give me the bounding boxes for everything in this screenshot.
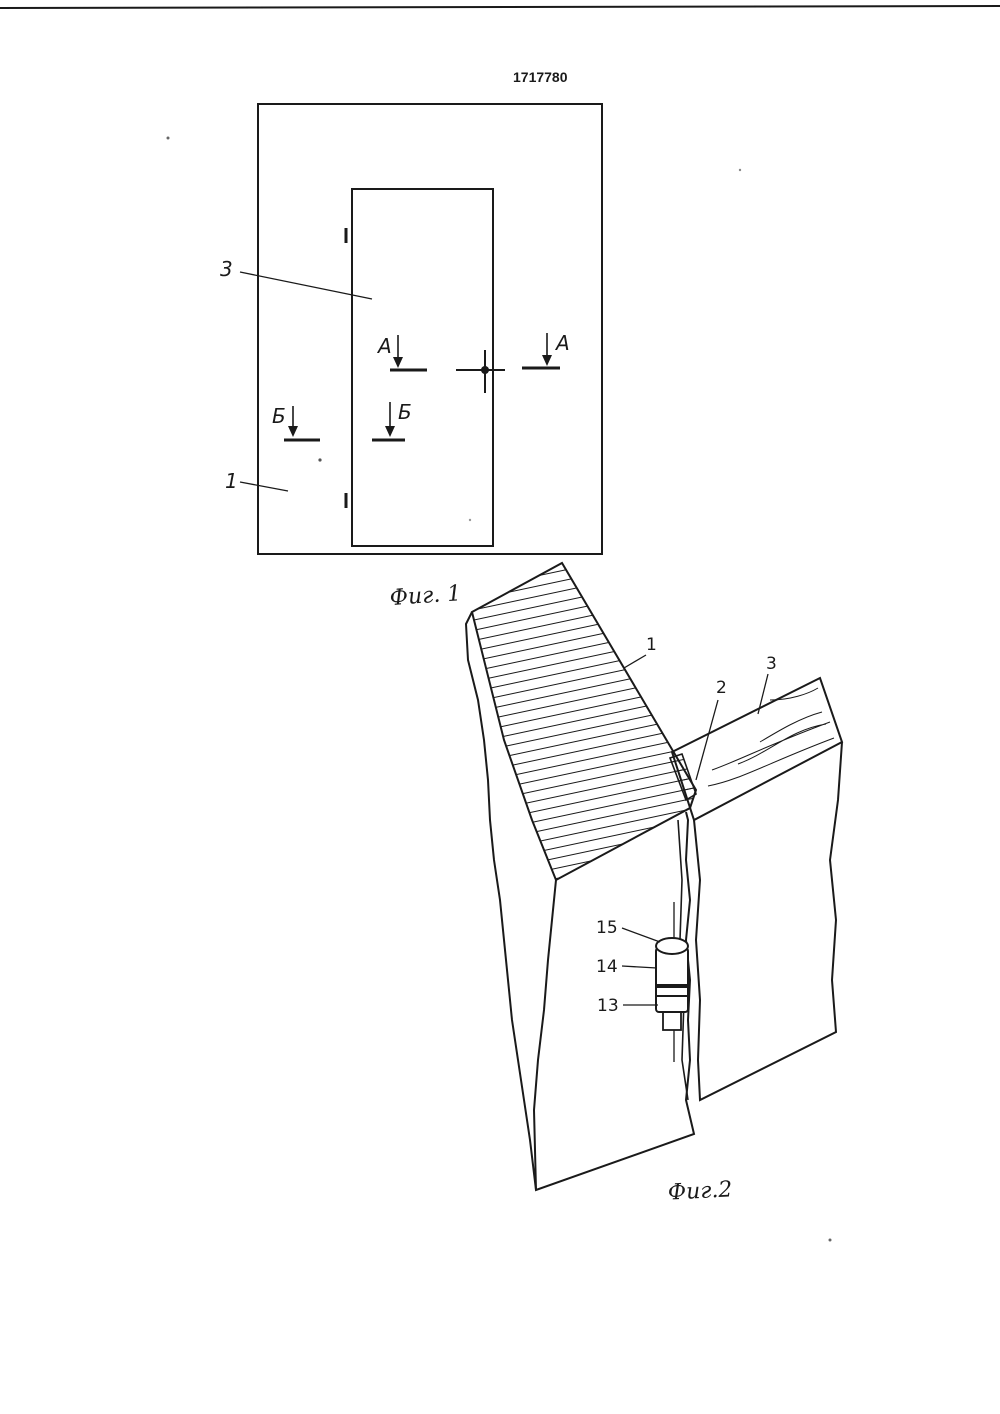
wood-grain <box>707 687 835 787</box>
arrow-head-icon <box>385 426 395 437</box>
section-a-marker-right: А <box>522 331 570 370</box>
scan-speck <box>738 168 742 172</box>
top-border-line <box>0 5 1000 9</box>
fig1-label-door-leaf: 3 <box>220 257 233 281</box>
fig2-label-seal: 2 <box>716 678 727 698</box>
scan-speck <box>166 136 170 140</box>
scan-speck <box>318 458 322 462</box>
section-b-marker-left: Б <box>272 404 320 442</box>
door-leaf-top-face <box>670 676 844 822</box>
figure-2: 1 2 3 15 14 13 <box>464 561 844 1192</box>
device-body <box>655 947 689 1013</box>
arrow-head-icon <box>393 357 403 368</box>
leader-fig2-cap <box>621 927 661 943</box>
door-leaf-outline <box>351 188 494 547</box>
door-leaf-front-face <box>693 741 843 1102</box>
fig2-label-cap: 15 <box>596 918 618 938</box>
pivot-point-icon <box>481 366 489 374</box>
scan-speck <box>468 518 472 522</box>
leader-fig2-frame <box>623 654 647 669</box>
leader-frame <box>239 481 289 492</box>
section-b-left-label: Б <box>272 404 286 428</box>
fig2-label-frame: 1 <box>646 635 657 655</box>
document-number: 1717780 <box>513 69 568 85</box>
figure-2-caption: Фиг.2 <box>667 1177 733 1205</box>
frame-front-edge <box>532 879 557 1191</box>
section-b-marker-right: Б <box>372 400 412 442</box>
scan-speck <box>828 1238 832 1242</box>
fig2-label-door-leaf: 3 <box>766 654 777 674</box>
frame-outline <box>257 103 603 555</box>
figure-1: 3 1 А А Б Б <box>220 103 603 555</box>
arrow-head-icon <box>542 355 552 366</box>
fig2-label-body: 14 <box>596 957 618 977</box>
seal-strip <box>668 752 697 802</box>
stop-device <box>655 937 689 1031</box>
leader-fig2-body <box>621 965 658 969</box>
leader-door-leaf <box>239 271 373 300</box>
figure-1-caption: Фиг. 1 <box>389 581 462 611</box>
fig1-label-frame: 1 <box>225 469 238 493</box>
section-a-left-label: А <box>376 334 392 358</box>
frame-section-hatched <box>470 561 698 882</box>
fig2-label-base: 13 <box>597 996 619 1016</box>
section-b-right-label: Б <box>398 400 412 424</box>
section-a-right-label: А <box>554 331 570 355</box>
device-cap <box>655 937 689 955</box>
section-a-marker-left: А <box>376 334 427 372</box>
section-a-cut-line <box>456 350 505 393</box>
arrow-head-icon <box>288 426 298 437</box>
leader-fig2-door-leaf <box>757 673 769 715</box>
leader-fig2-seal <box>695 699 719 781</box>
